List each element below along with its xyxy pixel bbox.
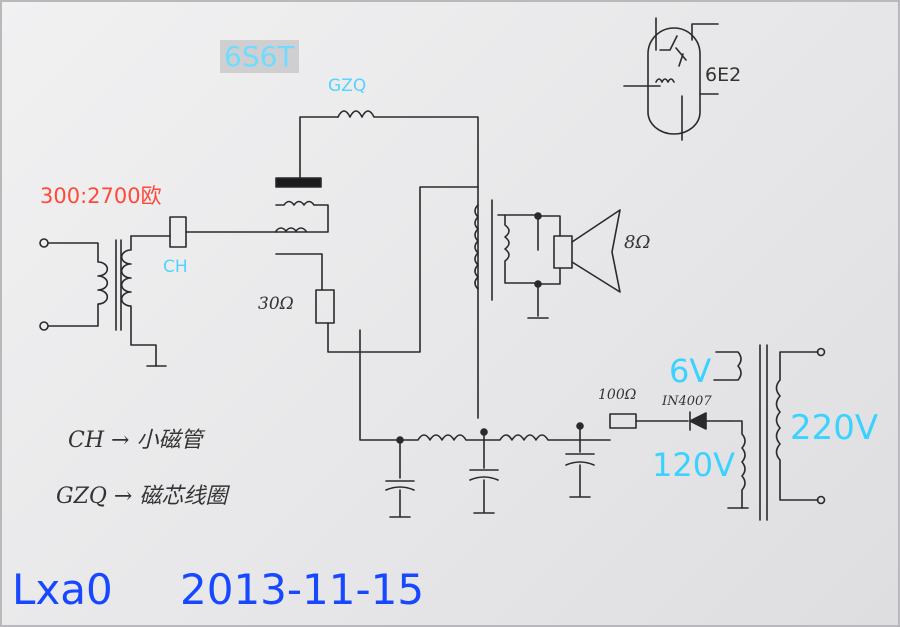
mains-voltage-label: 220V [790, 408, 879, 448]
choke-label: GZQ [328, 76, 367, 96]
author-signature: Lxa0 [12, 565, 113, 614]
heater-voltage-label: 6V [669, 352, 712, 390]
diode-label: IN4007 [662, 394, 712, 409]
input-transformer [39, 216, 277, 367]
signature-date: 2013-11-15 [180, 565, 425, 614]
legend-ch: CH → 小磁管 [68, 428, 203, 453]
impedance-ratio-label: 300:2700欧 [40, 184, 162, 208]
indicator-tube-label: 6E2 [705, 64, 742, 86]
tube-6s6t [275, 110, 479, 441]
power-transformer [713, 344, 826, 521]
anode-voltage-label: 120V [652, 446, 735, 484]
legend-gzq: GZQ → 磁芯线圈 [56, 484, 228, 509]
indicator-tube-6e2 [623, 17, 719, 141]
resistor-100-label: 100Ω [598, 387, 637, 403]
capacitor-tube-label: CH [163, 257, 188, 277]
resistor-30-label: 30Ω [258, 294, 294, 314]
speaker-impedance-label: 8Ω [624, 232, 651, 253]
tube-label: 6S6T [220, 40, 299, 73]
output-transformer [474, 199, 621, 319]
power-filter [385, 411, 731, 518]
